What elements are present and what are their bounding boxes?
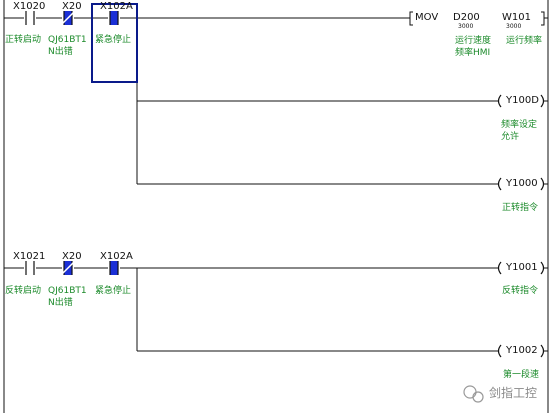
contact-x20[interactable]	[60, 10, 76, 26]
watermark-text: 剑指工控	[489, 386, 538, 400]
coil-label-y100d: Y100D	[506, 95, 539, 106]
coil-label-y1001: Y1001	[506, 262, 538, 273]
coil-y1000-right[interactable]	[540, 177, 545, 191]
contact-x20-rung2[interactable]	[60, 260, 76, 276]
contact-x1020[interactable]	[24, 11, 36, 25]
comment-x1020: 正转启动	[5, 35, 42, 45]
comment-x20-rung2: QJ61BT1 N出错	[48, 286, 87, 308]
cursor-selection-box	[91, 3, 138, 83]
contact-x102a-rung2[interactable]	[108, 261, 120, 275]
watermark-logo-icon	[463, 385, 484, 403]
comment-y100d: 频率设定 允许	[501, 120, 538, 142]
contact-label-x20: X20	[62, 1, 82, 12]
instruction-mov: MOV	[415, 12, 439, 23]
comment-y1000: 正转指令	[502, 203, 539, 213]
operand-w101: W101	[502, 12, 531, 23]
coil-y1002-right[interactable]	[540, 344, 545, 358]
comment-d200: 运行速度 频率HMI	[455, 36, 492, 58]
coil-y100d-left[interactable]	[497, 94, 502, 108]
operand-d200-value: 3000	[458, 23, 474, 30]
comment-w101: 运行频率	[506, 36, 543, 46]
coil-label-y1000: Y1000	[506, 178, 538, 189]
contact-label-x1021: X1021	[13, 251, 46, 262]
instruction-right-bracket	[541, 11, 545, 26]
rung-2	[4, 260, 548, 358]
coil-y100d-right[interactable]	[540, 94, 545, 108]
contact-x1021[interactable]	[24, 261, 36, 275]
coil-y1002-left[interactable]	[497, 344, 502, 358]
coil-y1001-right[interactable]	[540, 261, 545, 275]
contact-label-x20-rung2: X20	[62, 251, 82, 262]
comment-x1021: 反转启动	[5, 286, 42, 296]
comment-y1002: 第一段速	[503, 370, 540, 380]
contact-label-x1020: X1020	[13, 1, 46, 12]
contact-label-x102a-rung2: X102A	[100, 251, 133, 262]
operand-w101-value: 3000	[506, 23, 522, 30]
coil-y1001-left[interactable]	[497, 261, 502, 275]
rung-1	[4, 10, 548, 191]
comment-x102a-rung2: 紧急停止	[95, 286, 132, 296]
operand-d200: D200	[453, 12, 480, 23]
contact-label-x102a: X102A	[100, 1, 133, 12]
comment-x20: QJ61BT1 N出错	[48, 35, 87, 57]
coil-label-y1002: Y1002	[506, 345, 538, 356]
instruction-left-bracket	[409, 11, 413, 26]
coil-y1000-left[interactable]	[497, 177, 502, 191]
comment-x102a: 紧急停止	[95, 35, 132, 45]
contact-x102a[interactable]	[108, 11, 120, 25]
comment-y1001: 反转指令	[502, 286, 539, 296]
